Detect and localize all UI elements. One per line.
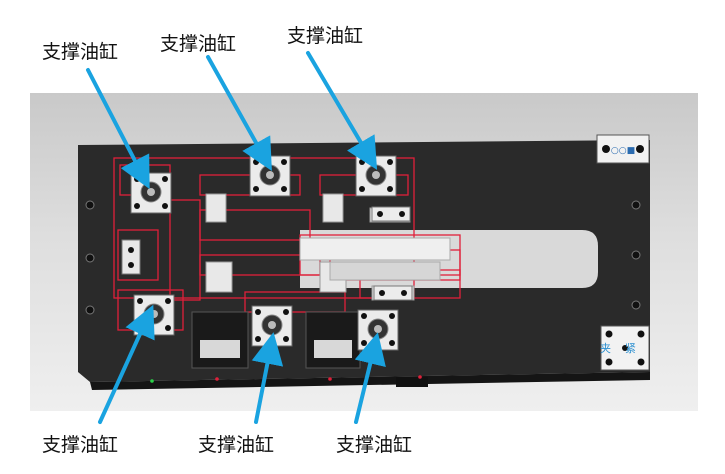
label-top-right: 支撑油缸	[287, 25, 364, 47]
support-cylinder-bottom-right	[357, 309, 399, 351]
label-top-left: 支撑油缸	[42, 41, 119, 63]
arrow-bottom-middle	[251, 332, 284, 424]
support-cylinder-top-left	[130, 172, 172, 214]
badge-bottom-text: 夹紧	[600, 342, 650, 355]
label-bottom-right: 支撑油缸	[336, 434, 413, 456]
arrow-bottom-left	[98, 304, 155, 424]
callout-arrows	[86, 51, 386, 424]
support-cylinder-top-right	[355, 155, 397, 197]
arrow-top-middle	[206, 55, 272, 171]
arrow-bottom-right	[354, 332, 386, 424]
support-cylinder-top-middle	[249, 155, 291, 197]
label-bottom-middle: 支撑油缸	[198, 434, 275, 456]
arrow-top-right	[306, 51, 378, 170]
badge-bottom: 夹紧	[600, 325, 650, 371]
side-blocks	[121, 206, 413, 301]
arrow-top-left	[86, 68, 150, 190]
edge-holes	[85, 200, 641, 315]
badge-top-text: ○○■	[611, 146, 635, 156]
label-top-middle: 支撑油缸	[160, 33, 237, 55]
clamp-blocks	[191, 311, 361, 369]
support-cylinder-bottom-left	[133, 294, 175, 336]
label-bottom-left: 支撑油缸	[42, 434, 119, 456]
indicator-lights	[150, 375, 422, 383]
badge-top: ○○■	[596, 134, 650, 164]
